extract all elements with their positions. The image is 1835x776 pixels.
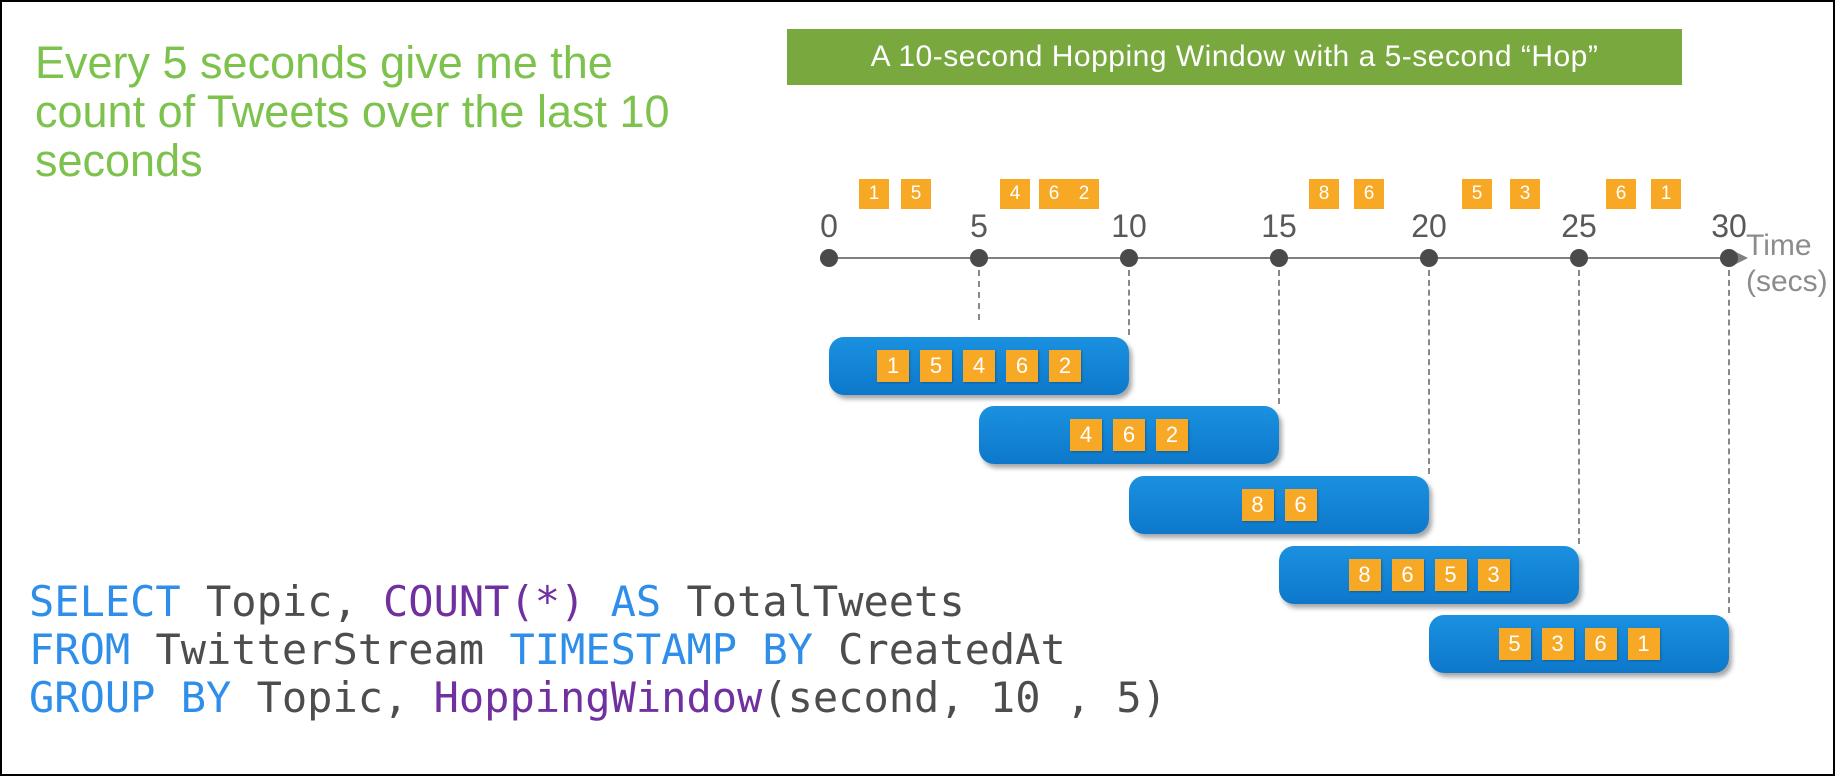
tick-dot (1720, 249, 1738, 267)
event-marker: 5 (901, 179, 931, 209)
window-event-chip: 6 (1391, 559, 1424, 591)
time-axis-label: Time (secs) (1746, 228, 1828, 300)
sql-token: GROUP BY (29, 673, 232, 722)
event-marker: 6 (1354, 179, 1384, 209)
window-event-chip: 1 (877, 350, 909, 382)
tick-dot (1420, 249, 1438, 267)
tick-dash-line (1278, 270, 1280, 404)
tick-dot (1570, 249, 1588, 267)
window-event-chip: 6 (1284, 489, 1317, 521)
window-event-chip: 5 (1498, 628, 1531, 660)
tick-dash-line (1428, 270, 1430, 474)
sql-line: GROUP BY Topic, HoppingWindow(second, 10… (29, 674, 1167, 722)
sql-token (585, 577, 610, 626)
sql-token: SELECT (29, 577, 181, 626)
sql-token: Topic, (180, 577, 384, 626)
window-event-chip: 4 (963, 350, 995, 382)
tick-dash-line (978, 270, 980, 320)
event-marker: 8 (1309, 179, 1339, 209)
sql-token: TotalTweets (661, 577, 965, 626)
event-marker: 5 (1462, 179, 1492, 209)
window-event-chip: 5 (1434, 559, 1467, 591)
sql-line: SELECT Topic, COUNT(*) AS TotalTweets (29, 578, 1167, 626)
time-axis-label-line1: Time (1746, 229, 1812, 262)
tick-label: 5 (970, 208, 988, 244)
window-event-chip: 8 (1348, 559, 1381, 591)
tick-dash-line (1128, 270, 1130, 335)
headline-line: Every 5 seconds give me the (35, 37, 613, 88)
window-event-chip: 1 (1627, 628, 1660, 660)
event-marker: 1 (859, 179, 889, 209)
title-banner-label: A 10-second Hopping Window with a 5-seco… (870, 40, 1599, 73)
event-marker: 6 (1606, 179, 1636, 209)
sql-token: TIMESTAMP BY (509, 625, 813, 674)
window-event-chip: 6 (1584, 628, 1617, 660)
tick-label: 15 (1261, 208, 1297, 244)
window-event-chip: 2 (1049, 350, 1081, 382)
sql-token: CreatedAt (812, 625, 1066, 674)
tick-label: 30 (1711, 208, 1747, 244)
sql-token: FROM (29, 625, 131, 674)
time-axis-label-line2: (secs) (1746, 265, 1828, 298)
event-marker: 3 (1510, 179, 1540, 209)
sql-token: Topic, (231, 673, 434, 722)
window-event-chip: 4 (1070, 419, 1102, 451)
event-marker: 1 (1651, 179, 1681, 209)
tick-dot (1270, 249, 1288, 267)
window-event-chip: 5 (920, 350, 952, 382)
tick-dot (1120, 249, 1138, 267)
tick-label: 20 (1411, 208, 1447, 244)
window-event-chip: 6 (1113, 419, 1145, 451)
tick-label: 10 (1111, 208, 1147, 244)
sql-token: AS (610, 577, 662, 626)
event-marker: 6 (1039, 179, 1069, 209)
headline-line: seconds (35, 135, 203, 186)
title-banner: A 10-second Hopping Window with a 5-seco… (787, 29, 1682, 85)
tick-label: 25 (1561, 208, 1597, 244)
window-event-chip: 3 (1541, 628, 1574, 660)
window-event-chip: 8 (1241, 489, 1274, 521)
window-event-chip: 3 (1477, 559, 1510, 591)
sql-token: COUNT(*) (383, 577, 586, 626)
window-event-chip: 6 (1006, 350, 1038, 382)
tick-dash-line (1578, 270, 1580, 544)
tick-dot (970, 249, 988, 267)
sql-token: HoppingWindow (433, 673, 763, 722)
tick-label: 0 (820, 208, 838, 244)
tick-dash-line (1728, 270, 1730, 613)
sql-line: FROM TwitterStream TIMESTAMP BY CreatedA… (29, 626, 1167, 674)
event-marker: 4 (1000, 179, 1030, 209)
event-marker: 2 (1069, 179, 1099, 209)
headline-line: count of Tweets over the last 10 (35, 86, 670, 137)
window-event-chip: 2 (1156, 419, 1188, 451)
sql-token: TwitterStream (130, 625, 510, 674)
sql-token: (second, 10 , 5) (762, 673, 1167, 722)
tick-dot (820, 249, 838, 267)
